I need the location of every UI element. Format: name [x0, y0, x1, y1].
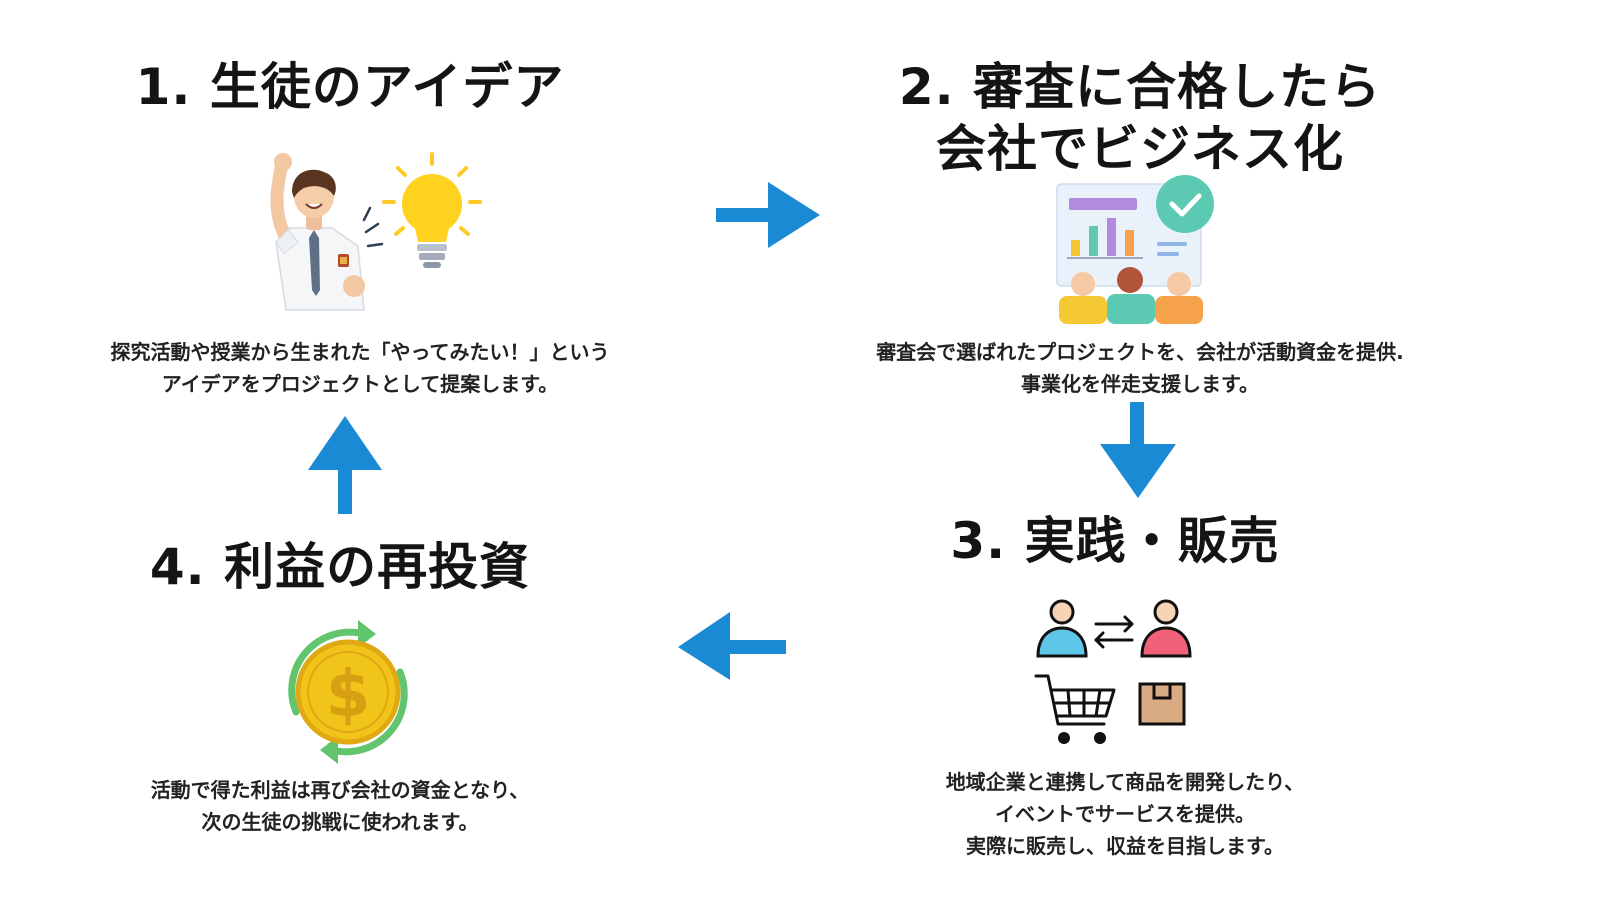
step-4-description-line: 活動で得た利益は再び会社の資金となり、: [150, 778, 530, 802]
svg-text:$: $: [326, 658, 371, 732]
step-2-title-line: 会社でビジネス化: [936, 120, 1344, 178]
step-3-description-line: 実際に販売し、収益を目指します。: [966, 834, 1284, 858]
trade-sales-icon: [1030, 596, 1200, 754]
step-1-description: 探究活動や授業から生まれた「やってみたい！」という アイデアをプロジェクトとして…: [80, 336, 640, 400]
arrow-down-icon: [1098, 400, 1178, 500]
step-3-description: 地域企業と連携して商品を開発したり、 イベントでサービスを提供。 実際に販売し、…: [880, 766, 1370, 862]
step-3-title-line: 3. 実践・販売: [950, 512, 1280, 570]
step-2-title-line: 2. 審査に合格したら: [898, 58, 1382, 116]
step-1-description-line: 探究活動や授業から生まれた「やってみたい！」という: [110, 340, 610, 364]
step-1-description-line: アイデアをプロジェクトとして提案します。: [161, 372, 559, 396]
step-2-description: 審査会で選ばれたプロジェクトを、会社が活動資金を提供. 事業化を伴走支援します。: [840, 336, 1440, 400]
step-3-description-line: イベントでサービスを提供。: [995, 802, 1255, 826]
review-approval-icon: [1055, 172, 1225, 327]
student-idea-icon: [262, 150, 502, 320]
arrow-right-icon: [712, 180, 822, 250]
dollar-cycle-icon: $: [268, 612, 428, 772]
step-2-title: 2. 審査に合格したら 会社でビジネス化: [860, 56, 1420, 180]
arrow-left-icon: [676, 610, 788, 682]
arrow-up-icon: [304, 414, 386, 518]
step-1-title: 1. 生徒のアイデア: [120, 56, 580, 118]
step-4-description-line: 次の生徒の挑戦に使われます。: [201, 810, 479, 834]
step-4-description: 活動で得た利益は再び会社の資金となり、 次の生徒の挑戦に使われます。: [100, 774, 580, 838]
step-1-title-line: 1. 生徒のアイデア: [135, 58, 565, 116]
step-2-description-line: 事業化を伴走支援します。: [1021, 372, 1259, 396]
step-4-title: 4. 利益の再投資: [110, 536, 570, 598]
step-2-description-line: 審査会で選ばれたプロジェクトを、会社が活動資金を提供.: [876, 340, 1404, 364]
step-3-description-line: 地域企業と連携して商品を開発したり、: [945, 770, 1305, 794]
step-4-title-line: 4. 利益の再投資: [149, 538, 531, 596]
step-3-title: 3. 実践・販売: [900, 510, 1330, 572]
